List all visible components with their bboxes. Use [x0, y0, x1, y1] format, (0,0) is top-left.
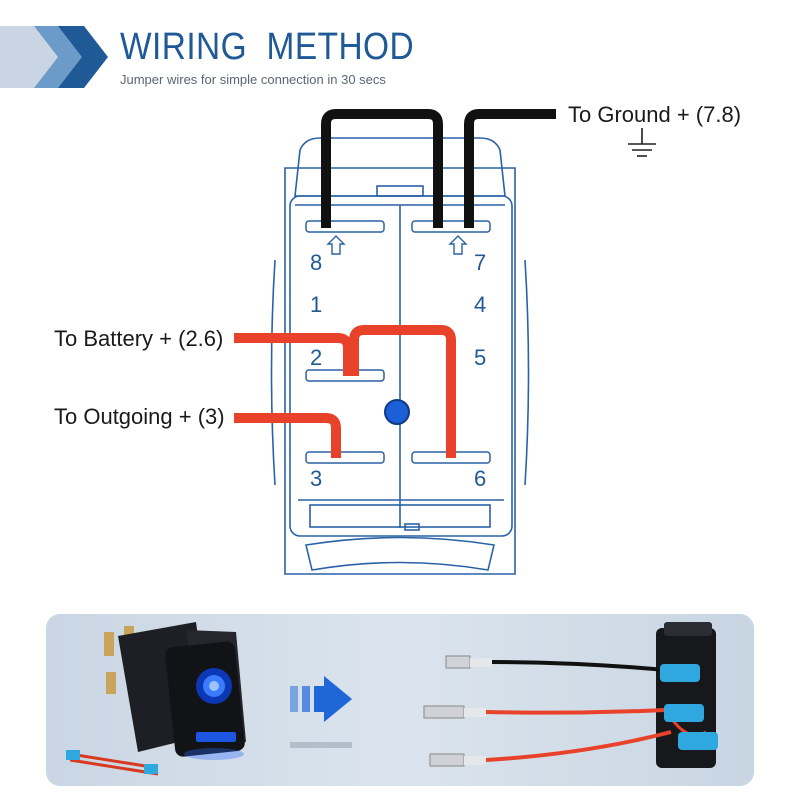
header-chevron-icon — [0, 26, 108, 88]
led-indicator — [384, 399, 410, 425]
arrow-up-icon — [448, 235, 468, 255]
arrow-right-icon — [290, 676, 352, 748]
terminal-7 — [411, 220, 491, 233]
product-photo-panel — [46, 614, 754, 786]
page-title: WIRING METHOD — [120, 26, 415, 68]
outgoing-wire — [234, 413, 341, 458]
pin-label: 7 — [474, 250, 486, 275]
terminal-8 — [305, 220, 385, 233]
battery-wire — [234, 325, 456, 458]
rocker-switch-image — [66, 622, 246, 776]
pin-label: 6 — [474, 466, 486, 491]
terminal-3 — [305, 451, 385, 464]
pin-label: 3 — [310, 466, 322, 491]
battery-label: To Battery + (2.6) — [54, 326, 224, 351]
arrow-up-icon — [326, 235, 346, 255]
product-illustration — [66, 622, 718, 776]
ground-symbol-icon — [628, 128, 656, 157]
ground-label: To Ground + (7.8) — [568, 102, 742, 127]
terminal-slots — [305, 220, 491, 464]
pin-label: 2 — [310, 345, 322, 370]
outgoing-label: To Outgoing + (3) — [54, 404, 225, 429]
pin-label: 4 — [474, 292, 486, 317]
pin-label: 8 — [310, 250, 322, 275]
pin-label: 1 — [310, 292, 322, 317]
page-subtitle: Jumper wires for simple connection in 30… — [120, 72, 386, 87]
wired-switch-image — [423, 622, 718, 768]
pin-label: 5 — [474, 345, 486, 370]
ground-wire — [321, 109, 556, 228]
